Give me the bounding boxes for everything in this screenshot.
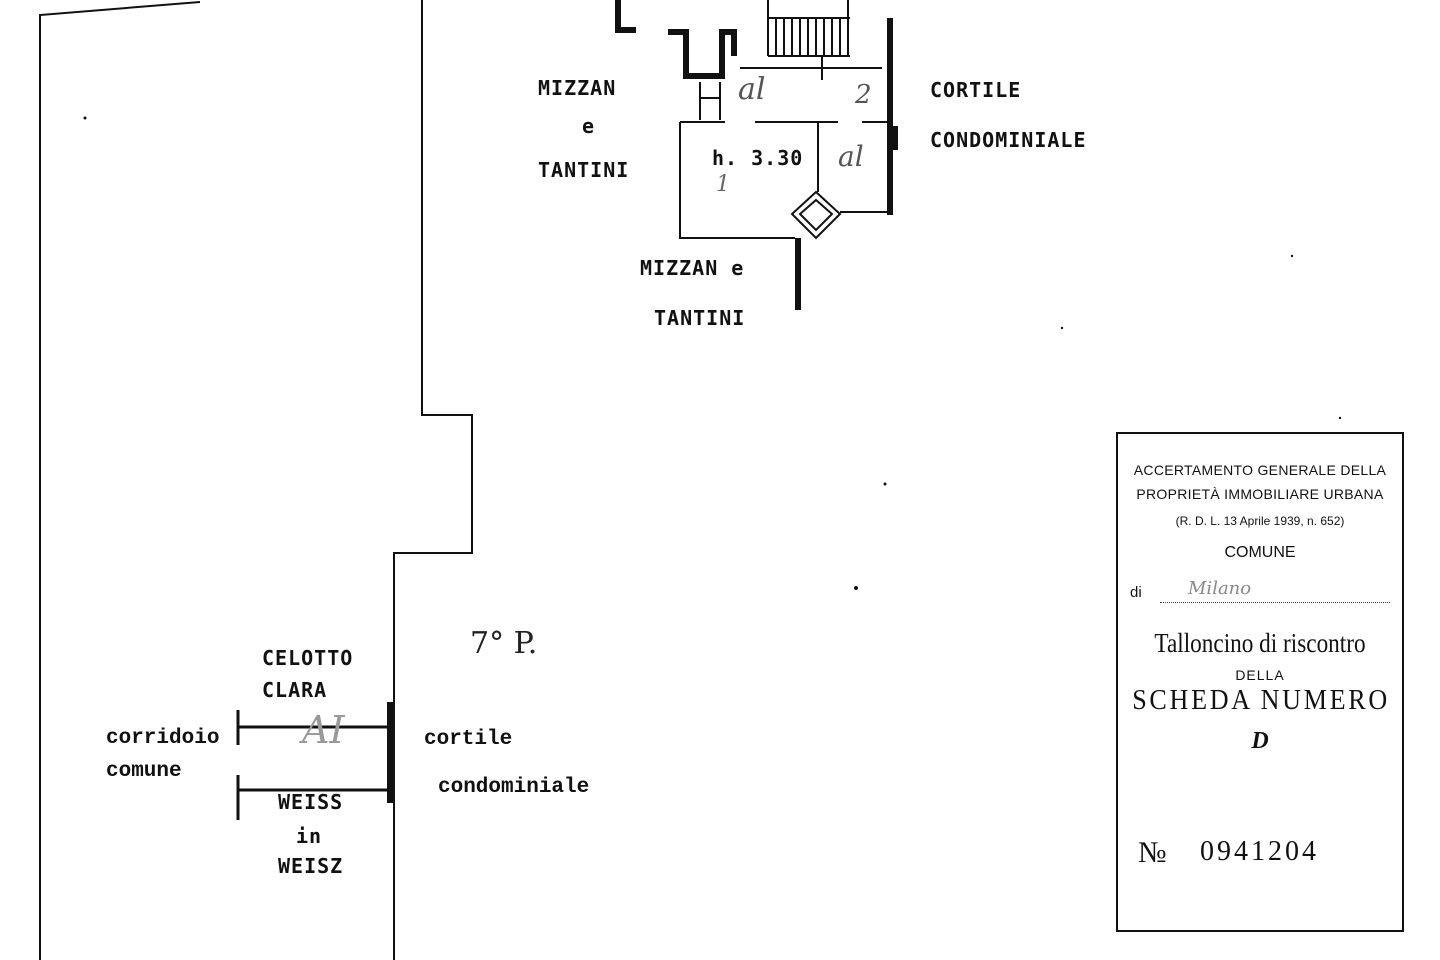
stamp-della: DELLA bbox=[1235, 667, 1285, 683]
handwritten-unit-mark: AI bbox=[302, 708, 345, 752]
label-corridoio: corridoio bbox=[106, 727, 220, 750]
room-outline bbox=[679, 122, 795, 239]
label-comune: comune bbox=[106, 760, 182, 783]
building-outline-right bbox=[393, 0, 473, 960]
label-cortile-top: CORTILE bbox=[930, 78, 1022, 102]
handwritten-number-1: 1 bbox=[716, 172, 730, 197]
stamp-talloncino: Talloncino di riscontro bbox=[1154, 628, 1366, 658]
handwritten-room-mark-2: al bbox=[838, 140, 864, 173]
label-tantini-bottom: TANTINI bbox=[654, 306, 746, 330]
label-condominiale-top: CONDOMINIALE bbox=[930, 128, 1087, 152]
label-mizzan-bottom: MIZZAN e bbox=[640, 256, 745, 280]
diamond-pillar bbox=[790, 190, 842, 240]
building-outline bbox=[39, 1, 201, 960]
label-mizzan-top: MIZZAN bbox=[538, 76, 617, 100]
stamp-scheda-numero: SCHEDA NUMERO bbox=[1132, 684, 1390, 716]
stamp-di-underline bbox=[1160, 602, 1390, 603]
stamp-number: 0941204 bbox=[1200, 836, 1319, 867]
label-weiss: WEISS bbox=[278, 790, 344, 814]
stamp-line-2: PROPRIETÀ IMMOBILIARE URBANA bbox=[1136, 486, 1384, 502]
stamp-number-symbol: № bbox=[1138, 836, 1167, 869]
label-tantini-top: TANTINI bbox=[538, 158, 630, 182]
stamp-line-1: ACCERTAMENTO GENERALE DELLA bbox=[1133, 462, 1387, 478]
label-weisz: WEISZ bbox=[278, 854, 344, 878]
handwritten-room-mark: al bbox=[738, 72, 766, 107]
label-e-top: e bbox=[582, 114, 596, 138]
stamp-letter: D bbox=[1251, 728, 1269, 754]
stamp-line-3: (R. D. L. 13 Aprile 1939, n. 652) bbox=[1175, 514, 1345, 528]
handwritten-number-2: 2 bbox=[855, 80, 872, 110]
label-condominiale-lower: condominiale bbox=[438, 776, 590, 799]
label-room-height: h. 3.30 bbox=[712, 146, 804, 170]
label-celotto: CELOTTO bbox=[262, 646, 354, 670]
stamp-di: di bbox=[1130, 584, 1142, 601]
stamp-di-value: Milano bbox=[1188, 578, 1252, 599]
label-in: in bbox=[296, 824, 323, 848]
stamp-comune: COMUNE bbox=[1224, 544, 1296, 561]
label-cortile-lower: cortile bbox=[424, 728, 513, 751]
label-clara: CLARA bbox=[262, 678, 328, 702]
staircase bbox=[767, 0, 850, 57]
floor-label: 7° P. bbox=[470, 626, 538, 661]
cadastral-stamp: ACCERTAMENTO GENERALE DELLA PROPRIETÀ IM… bbox=[1116, 432, 1404, 932]
